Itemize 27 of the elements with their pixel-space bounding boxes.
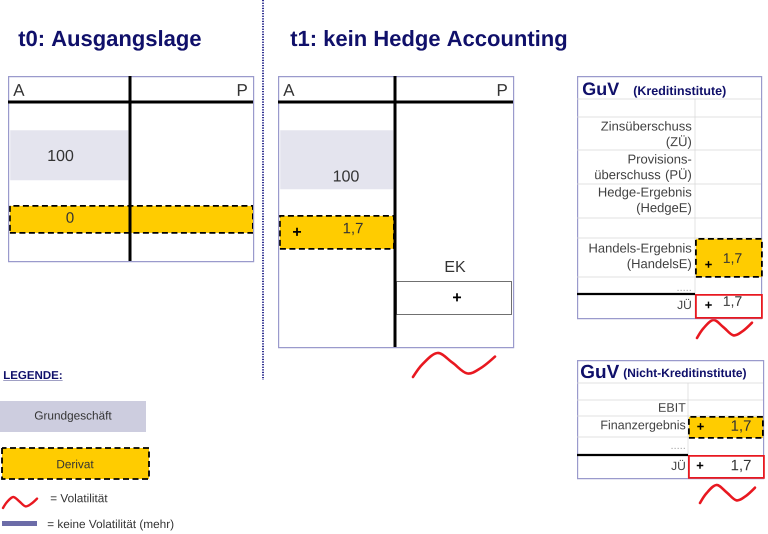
row-label: Zinsüberschuss (ZÜ) <box>601 121 692 149</box>
ellipsis: ..... <box>678 290 691 291</box>
row-label: JÜ <box>671 460 685 470</box>
dashed-box: 0 <box>9 205 254 234</box>
legend-box: Grundgeschäft <box>0 401 146 432</box>
row-label: Hedge-Ergebnis (HedgeE) <box>598 187 692 215</box>
dashed-box: + 1,7 <box>279 214 395 250</box>
row-label: EBIT <box>659 403 686 412</box>
row-label: Provisions- überschuss (PÜ) <box>595 154 692 182</box>
equity-box: EK + <box>396 260 512 315</box>
ellipsis: ..... <box>672 448 685 449</box>
legend-box: Derivat <box>1 447 150 480</box>
dashed-box: + 1,7 <box>695 238 763 278</box>
shaded-box: 100 <box>10 130 128 180</box>
outlined-cell: + 1,7 <box>695 294 763 319</box>
legend-text: = keine Volatilität (mehr) <box>48 520 174 530</box>
outlined-cell: + 1,7 <box>688 455 765 479</box>
row-label: Finanzergebnis <box>601 420 686 432</box>
row-label: JÜ <box>677 298 691 310</box>
legend-title: LEGENDE: <box>3 370 63 381</box>
heading: t1: kein Hedge Accounting <box>290 30 566 51</box>
dashed-box: + 1,7 <box>688 416 764 439</box>
row-label: Handels-Ergebnis (HandelsE) <box>590 243 692 271</box>
node-label: EK <box>446 260 466 272</box>
legend-text: = Volatilität <box>50 494 108 502</box>
shaded-box: 100 <box>280 130 394 190</box>
heading: t0: Ausgangslage <box>18 30 201 51</box>
